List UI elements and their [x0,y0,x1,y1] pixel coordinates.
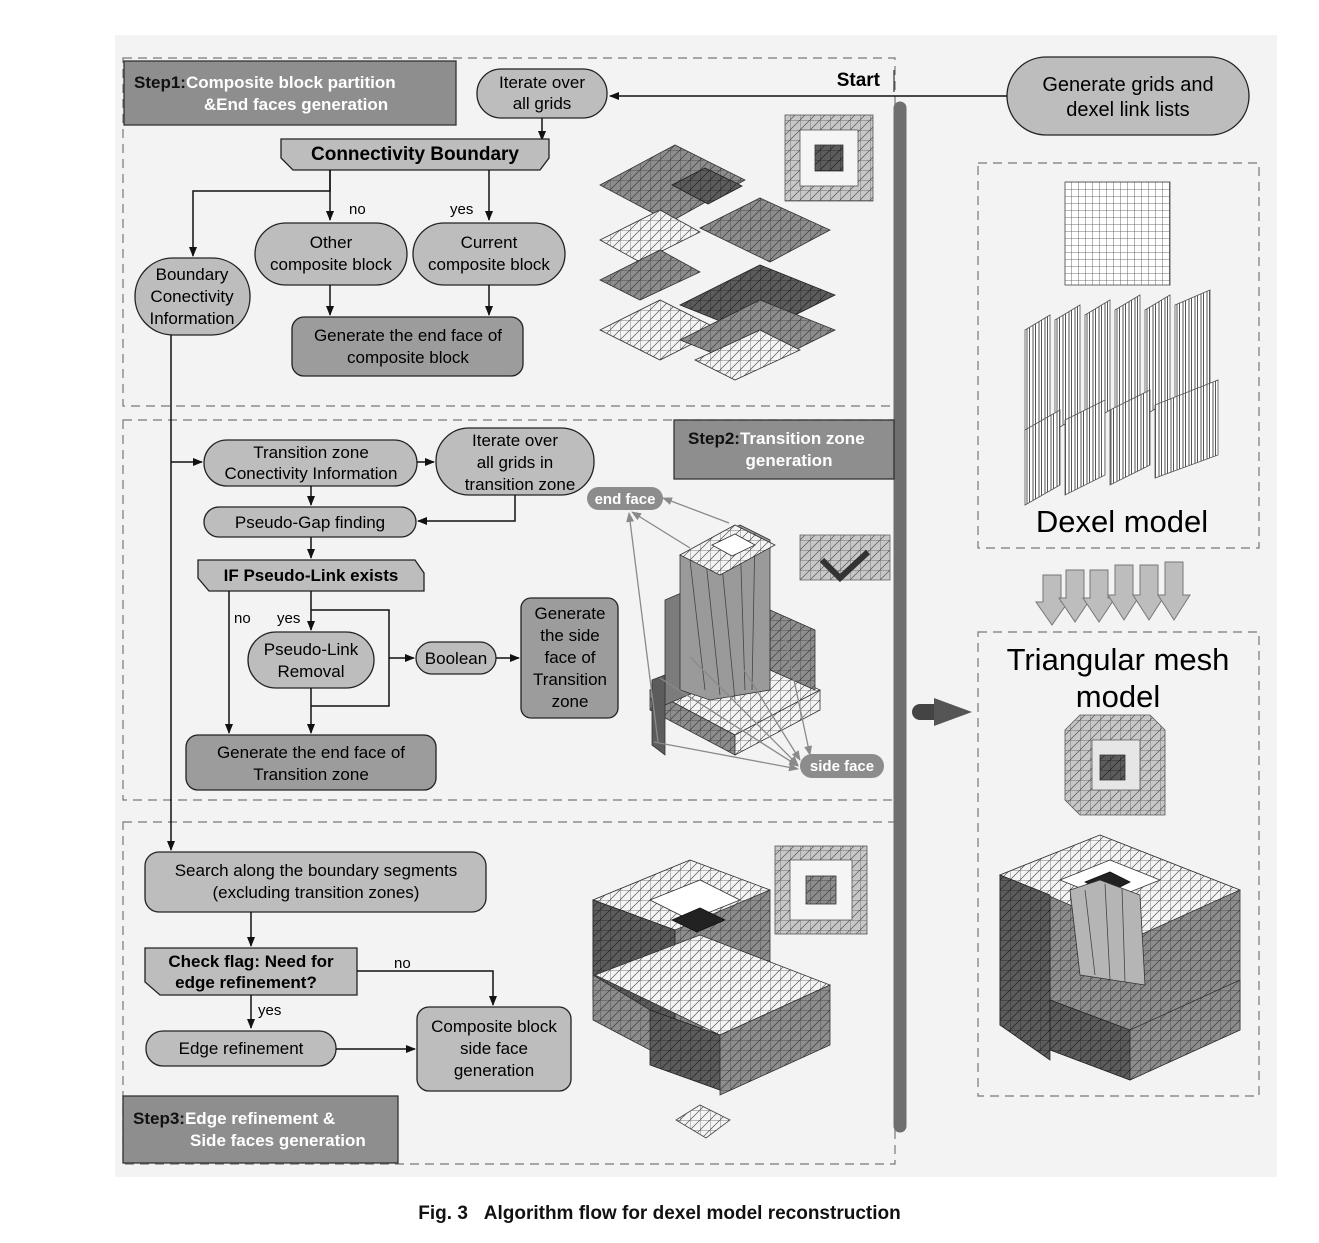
figure-caption: Fig. 3 Algorithm flow for dexel model re… [0,1203,1319,1225]
connectivity-boundary-box [280,138,550,171]
endface-tz-line1: Generate the end face of [217,743,405,762]
pseudo-gap-label: Pseudo-Gap finding [235,513,385,532]
side-face-line5: zone [552,692,589,711]
iterate-line1: Iterate over [499,73,585,92]
check-flag-box [144,947,358,996]
tz-info-line1: Transition zone [253,443,369,462]
pseudo-link-line1: Pseudo-Link [264,640,359,659]
current-block-line1: Current [461,233,518,252]
step2-transition-zone-illustration [626,497,891,772]
step3-yes-label: yes [258,1002,281,1019]
arrow-iterate-to-gap [417,495,516,525]
endface-block-node [291,316,524,377]
side-face-tz-node [520,597,619,719]
dexel-frame [977,162,1260,549]
step3-no-label: no [394,955,411,972]
check-flag-line1: Check flag: Need for [168,952,334,971]
boundary-info-line2: Conectivity [150,287,234,306]
step2-no-label: no [234,610,251,627]
side-face-badge-label: side face [810,758,874,775]
side-face-line2: the side [540,626,600,645]
dexel-model-label: Dexel model [1036,504,1208,539]
step1-header-line1: Step1:Composite block partition [134,73,396,92]
dexel-columns-illustration [1024,289,1219,506]
endface-block-line2: composite block [347,348,469,367]
iterate-tz-line3: transition zone [465,475,576,494]
step1-header-line2: &End faces generation [204,95,388,114]
side-gen-line2: side face [460,1039,528,1058]
edge-refinement-label: Edge refinement [179,1039,304,1058]
step3-exploded-solid-illustration [591,845,868,1139]
start-node [1006,56,1250,136]
iterate-tz-line2: all grids in [477,453,554,472]
step1-exploded-layers-illustration [599,114,874,381]
side-gen-node [416,1006,572,1092]
tz-info-line2: Conectivity Information [225,464,398,483]
triangular-mesh-illustration [998,714,1242,1081]
mesh-label-line2: model [1076,679,1160,714]
endface-block-line1: Generate the end face of [314,326,502,345]
side-face-badge [800,754,884,778]
step3-header [122,1095,399,1164]
side-face-line4: Transition [533,670,607,689]
pseudo-gap-node [203,506,417,538]
other-block-line1: Other [310,233,353,252]
boundary-info-node [134,257,251,336]
boundary-info-line1: Boundary [156,265,229,284]
boundary-info-line3: Information [149,309,234,328]
side-gen-line3: generation [454,1061,534,1080]
arrow-check-no [357,970,497,1006]
step2-header [673,419,895,480]
other-block-node [254,222,408,286]
other-block-line2: composite block [270,255,392,274]
end-face-badge-label: end face [595,491,656,508]
connectivity-label: Connectivity Boundary [311,144,519,165]
endface-tz-line2: Transition zone [253,765,369,784]
iterate-tz-line1: Iterate over [472,431,558,450]
step3-header-line2: Side faces generation [190,1131,366,1150]
side-face-line3: face of [544,648,595,667]
start-node-line1: Generate grids and [1042,74,1213,96]
iterate-line2: all grids [513,94,572,113]
endface-tz-node [185,734,437,791]
step1-no-label: no [349,201,366,218]
current-block-line2: composite block [428,255,550,274]
dexel-grid-illustration [1064,181,1171,286]
side-gen-line1: Composite block [431,1017,557,1036]
search-line2: (excluding transition zones) [213,883,420,902]
search-line1: Search along the boundary segments [175,861,458,880]
end-face-badge [587,487,663,510]
bar-to-mesh-arrow [934,698,972,726]
start-label: Start [837,70,881,91]
if-pseudo-link-box [197,559,425,592]
mesh-frame [977,631,1260,1097]
boolean-label: Boolean [425,649,487,668]
caption-title: Algorithm flow for dexel model reconstru… [483,1203,901,1224]
side-face-line1: Generate [535,604,606,623]
if-pseudo-link-label: IF Pseudo-Link exists [224,566,399,585]
step2-yes-label: yes [277,610,300,627]
step2-header-line2: generation [746,451,833,470]
check-flag-line2: edge refinement? [175,973,317,992]
mesh-label-line1: Triangular mesh [1007,642,1230,677]
step1-yes-label: yes [450,201,473,218]
down-arrows-icon [1035,561,1191,626]
start-node-line2: dexel link lists [1066,99,1189,121]
pseudo-link-line2: Removal [277,662,344,681]
caption-number: Fig. 3 [418,1203,468,1224]
step3-frame [122,821,896,1165]
step2-header-line1: Step2:Transition zone [688,429,865,448]
step1-header [123,60,457,126]
step3-header-line1: Step3:Edge refinement & [133,1109,335,1128]
search-node [144,851,487,913]
